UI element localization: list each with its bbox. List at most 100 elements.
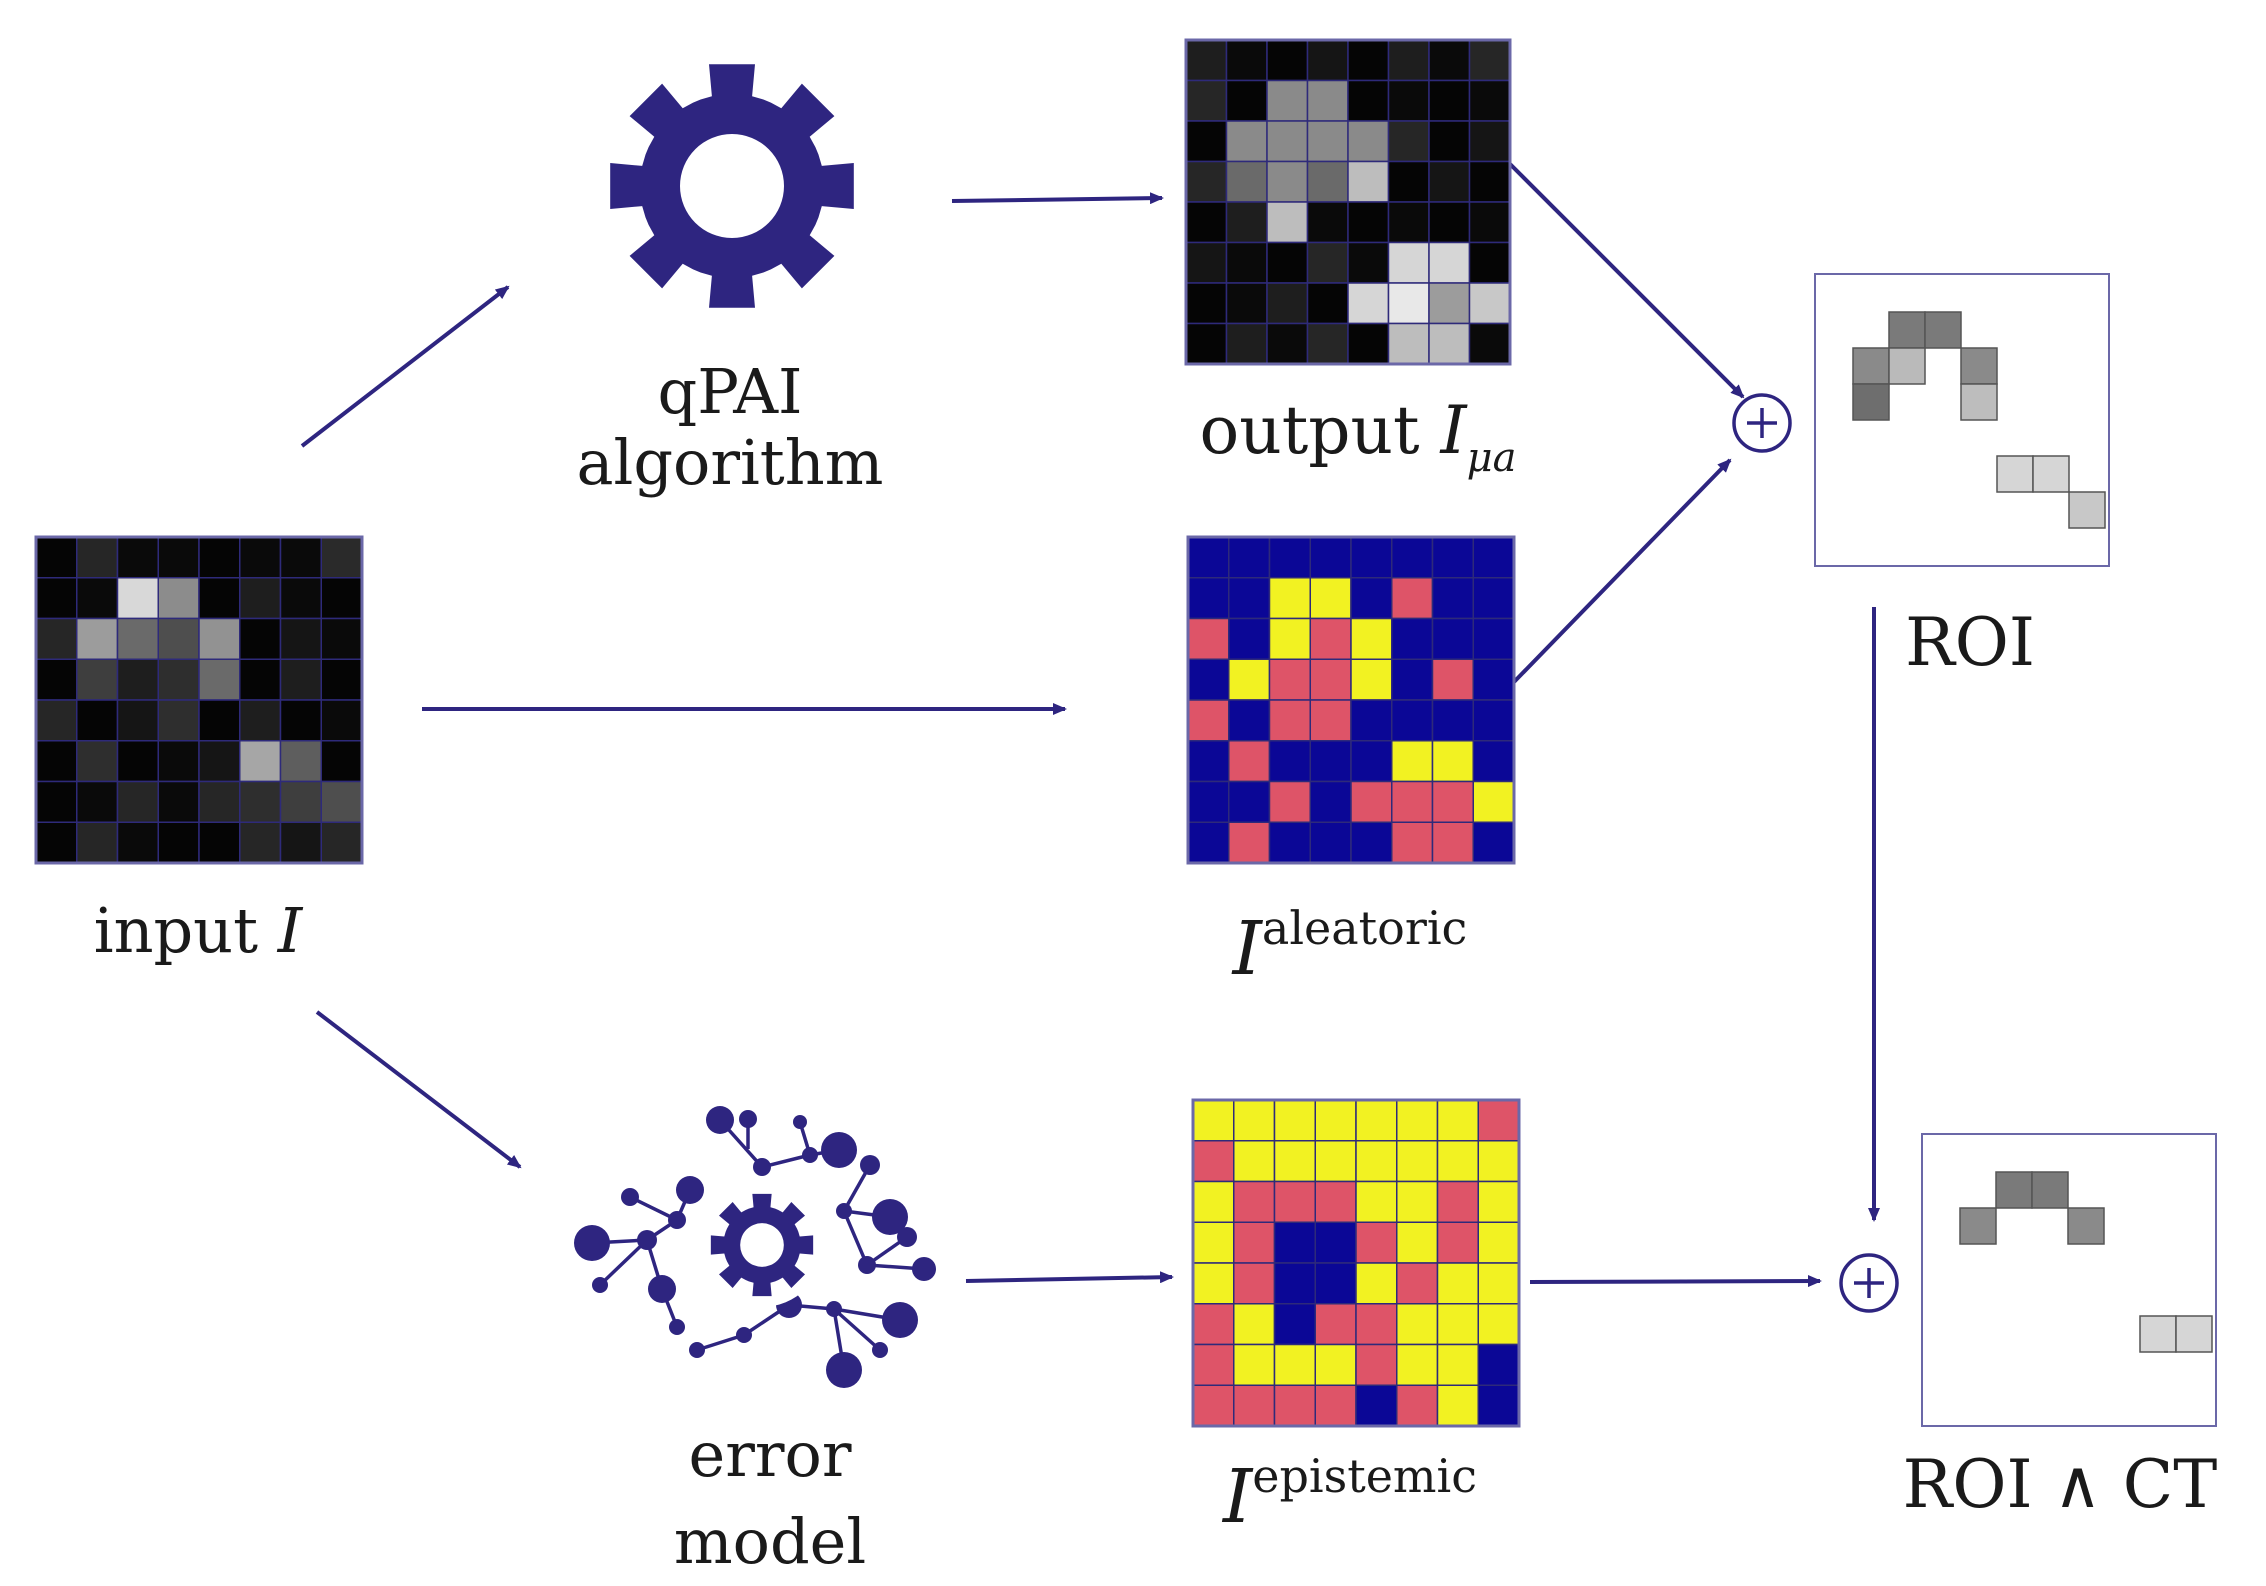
input-image-cell <box>198 821 241 864</box>
output-image-cell <box>1306 282 1349 325</box>
input-image-cell <box>157 658 200 701</box>
aleatoric-cell <box>1187 699 1230 742</box>
output-image-cell <box>1347 241 1390 284</box>
epistemic-cell <box>1355 1221 1398 1264</box>
aleatoric-cell <box>1350 740 1393 783</box>
arrow-input-to-error-model <box>315 1010 522 1169</box>
aleatoric-cell <box>1350 699 1393 742</box>
input-image-cell <box>157 780 200 823</box>
input-image-frame <box>34 535 364 865</box>
epistemic-cell <box>1477 1343 1520 1386</box>
epistemic-label: Iepistemic <box>1160 1453 1540 1534</box>
output-image-cell <box>1185 201 1228 244</box>
output-image-cell <box>1185 241 1228 284</box>
output-image-cell <box>1225 79 1268 122</box>
output-image-cell <box>1185 79 1228 122</box>
aleatoric-cell <box>1187 780 1230 823</box>
output-image-cell <box>1266 79 1309 122</box>
aleatoric-cell <box>1472 536 1515 579</box>
aleatoric-cell <box>1431 536 1474 579</box>
epistemic-cell <box>1396 1343 1439 1386</box>
output-image-grid <box>1184 38 1512 366</box>
output-image-cell <box>1185 39 1228 82</box>
epistemic-cell <box>1355 1262 1398 1305</box>
roi-mask <box>1852 311 2106 529</box>
input-image-cell <box>279 658 322 701</box>
roi-label: ROI <box>1860 610 2080 676</box>
output-image-cell <box>1428 322 1471 365</box>
output-image-cell <box>1225 322 1268 365</box>
aleatoric-cell <box>1187 536 1230 579</box>
epistemic-symbol: I <box>1222 1454 1253 1540</box>
aleatoric-cell <box>1391 780 1434 823</box>
epistemic-cell <box>1233 1099 1276 1142</box>
aleatoric-cell <box>1350 658 1393 701</box>
aleatoric-cell <box>1472 821 1515 864</box>
epistemic-cell <box>1477 1099 1520 1142</box>
epistemic-cell <box>1314 1262 1357 1305</box>
aleatoric-cell <box>1431 699 1474 742</box>
input-label: input I <box>48 900 348 962</box>
epistemic-cell <box>1273 1099 1316 1142</box>
epistemic-cell <box>1436 1303 1479 1346</box>
aleatoric-cell <box>1187 617 1230 660</box>
error-model-label: error model <box>620 1412 920 1586</box>
epistemic-cell <box>1273 1384 1316 1427</box>
output-image-cell <box>1266 39 1309 82</box>
input-image-cell <box>76 536 119 579</box>
input-image-cell <box>157 821 200 864</box>
roi-cell <box>1960 347 1998 385</box>
aleatoric-cell <box>1350 577 1393 620</box>
output-image-cell <box>1468 241 1511 284</box>
arrows <box>300 160 1880 1288</box>
epistemic-cell <box>1192 1262 1235 1305</box>
roi-ct-cell <box>2067 1207 2105 1245</box>
aleatoric-cell <box>1472 780 1515 823</box>
input-image-cell <box>116 536 159 579</box>
output-image-frame <box>1184 38 1512 366</box>
epistemic-cell <box>1477 1221 1520 1264</box>
roi-cell <box>2032 455 2070 493</box>
arrow-error-model-to-epistemic <box>965 1271 1174 1284</box>
output-image-cell <box>1468 39 1511 82</box>
input-image-cell <box>76 821 119 864</box>
input-image-cell <box>320 536 363 579</box>
output-image-cell <box>1428 160 1471 203</box>
output-image-cell <box>1387 160 1430 203</box>
aleatoric-cell <box>1391 699 1434 742</box>
aleatoric-cell <box>1268 658 1311 701</box>
epistemic-cell <box>1436 1140 1479 1183</box>
roi-cell <box>1960 383 1998 421</box>
aleatoric-cell <box>1431 740 1474 783</box>
epistemic-cell <box>1477 1180 1520 1223</box>
aleatoric-cell <box>1391 617 1434 660</box>
epistemic-cell <box>1192 1384 1235 1427</box>
aleatoric-cell <box>1309 658 1352 701</box>
input-image-cell <box>279 821 322 864</box>
epistemic-cell <box>1273 1262 1316 1305</box>
output-label: output Iμa <box>1148 398 1568 479</box>
aleatoric-cell <box>1309 617 1352 660</box>
input-image-cell <box>198 617 241 660</box>
roi-ct-cell <box>2175 1315 2213 1353</box>
aleatoric-cell <box>1228 658 1271 701</box>
output-image-cell <box>1306 120 1349 163</box>
epistemic-cell <box>1233 1303 1276 1346</box>
roi-cell <box>1888 347 1926 385</box>
output-image-cell <box>1185 120 1228 163</box>
epistemic-cell <box>1273 1221 1316 1264</box>
roi-ct-cell <box>1995 1171 2033 1209</box>
aleatoric-cell <box>1431 821 1474 864</box>
aleatoric-cell <box>1350 617 1393 660</box>
epistemic-cell <box>1477 1384 1520 1427</box>
input-image-cell <box>279 740 322 783</box>
output-image-cell <box>1387 241 1430 284</box>
output-image-cell <box>1225 120 1268 163</box>
input-image-cell <box>35 780 78 823</box>
aleatoric-cell <box>1391 536 1434 579</box>
output-image-cell <box>1468 79 1511 122</box>
epistemic-cell <box>1233 1384 1276 1427</box>
aleatoric-cell <box>1228 536 1271 579</box>
epistemic-cell <box>1436 1384 1479 1427</box>
epistemic-cell <box>1355 1180 1398 1223</box>
